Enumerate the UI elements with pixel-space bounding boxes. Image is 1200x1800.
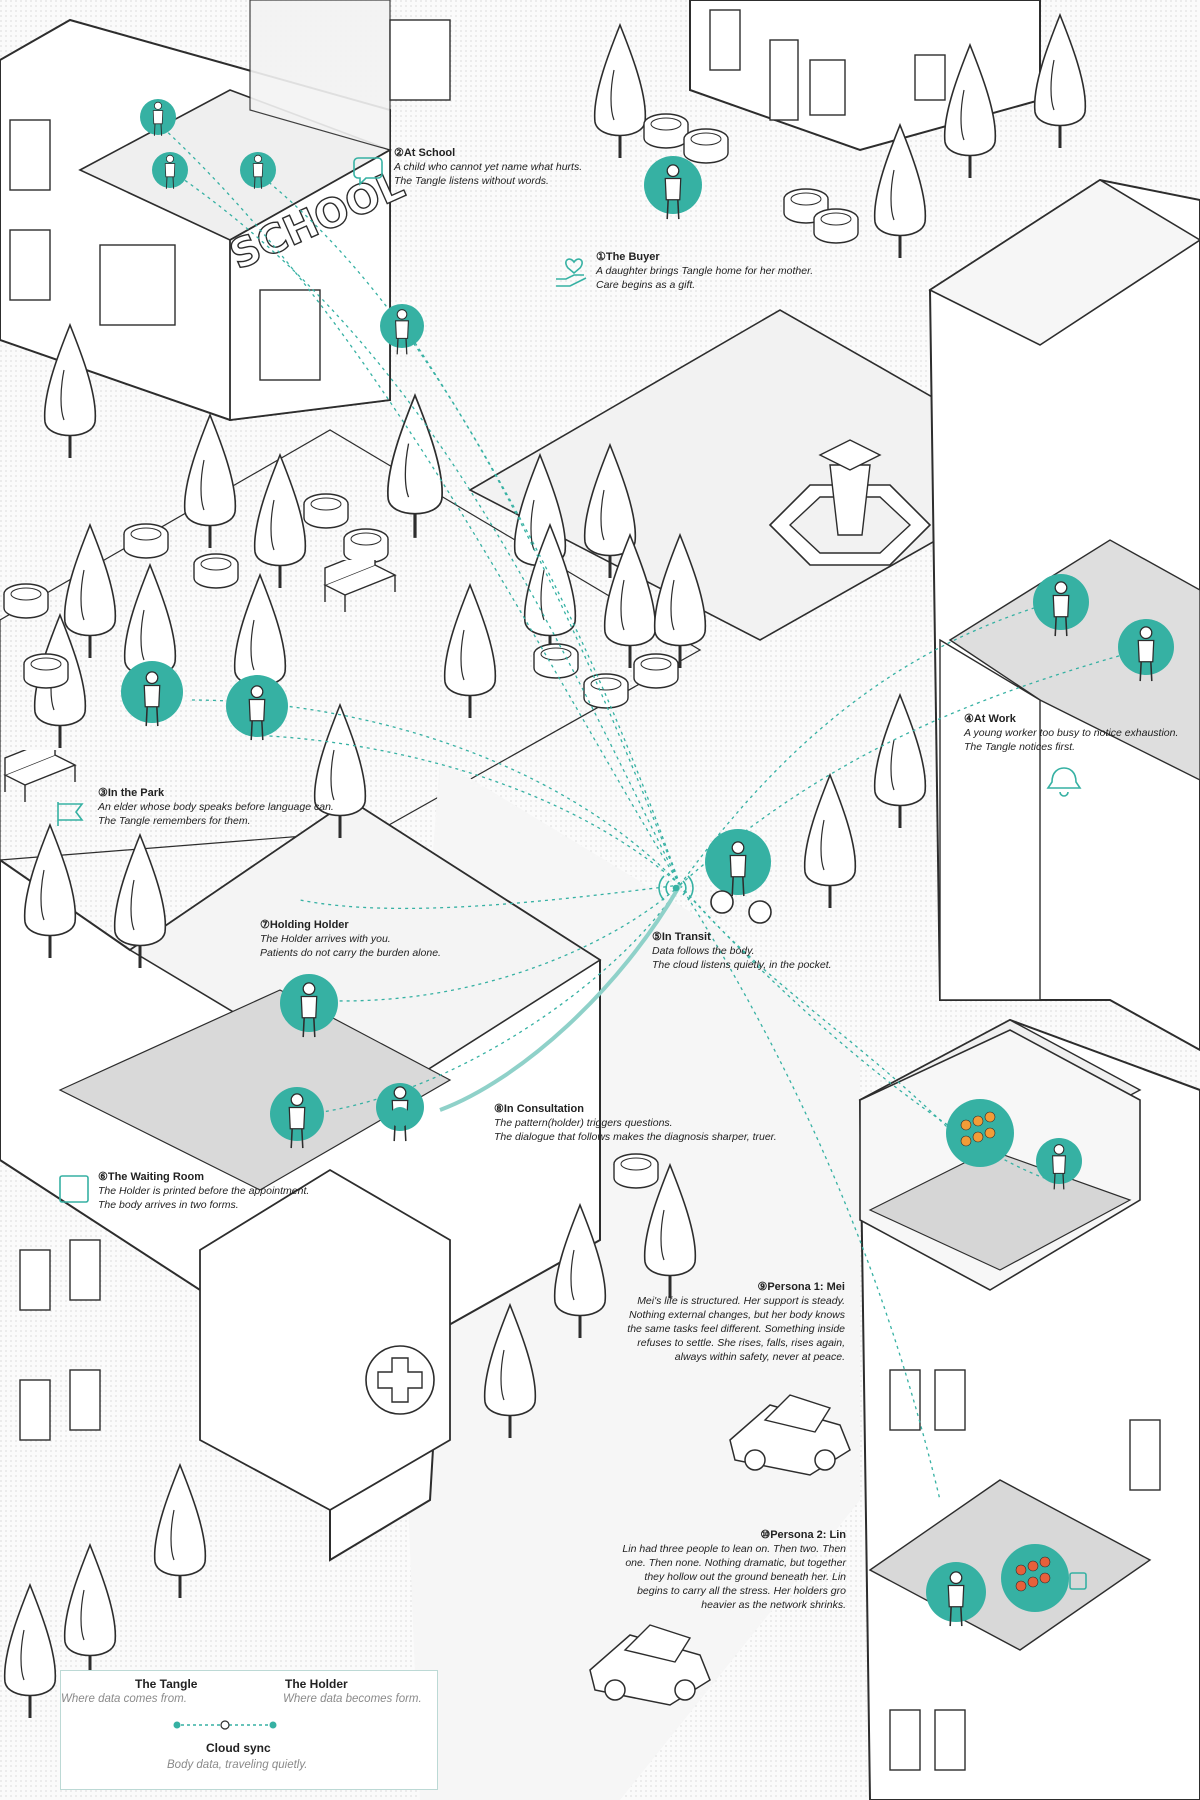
annotation-title: ③In the Park [98, 787, 165, 799]
child-persona-icon [240, 152, 276, 190]
elder-persona-icon [226, 675, 288, 741]
annotation-in-the-park: ③In the Park An elder whose body speaks … [98, 786, 368, 828]
annotation-line: Data follows the body. [652, 945, 755, 957]
annotation-in-transit: ⑤In Transit Data follows the body. The c… [652, 930, 872, 972]
chat-bubble-icon [353, 157, 383, 186]
medical-cross-icon [377, 1357, 423, 1403]
annotation-line: A young worker too busy to notice exhaus… [964, 727, 1179, 739]
school-building: SCHOOL [0, 0, 451, 422]
annotation-line: they hollow out the ground beneath her. … [644, 1571, 846, 1583]
child-persona-icon [152, 152, 188, 190]
annotation-title: ⑥The Waiting Room [98, 1171, 204, 1183]
hand-heart-icon [556, 274, 587, 287]
persona-markers [121, 99, 1174, 1627]
annotation-line: The cloud listens quietly, in the pocket… [652, 959, 832, 971]
legend-cloud-title: Cloud sync [206, 1741, 271, 1755]
annotation-line: The pattern(holder) triggers questions. [494, 1117, 673, 1129]
annotation-at-work: ④At Work A young worker too busy to noti… [964, 712, 1194, 754]
annotation-line: the same tasks feel different. Something… [627, 1323, 845, 1335]
annotation-waiting-room: ⑥The Waiting Room The Holder is printed … [98, 1170, 348, 1212]
annotation-line: A daughter brings Tangle home for her mo… [596, 265, 814, 277]
annotation-line: The Tangle notices first. [964, 741, 1076, 753]
holder-shelf-icon [946, 1099, 1014, 1167]
annotation-line: The dialogue that follows makes the diag… [494, 1131, 777, 1143]
annotation-line: begins to carry all the stress. Her hold… [637, 1585, 846, 1597]
annotation-in-consultation: ⑧In Consultation The pattern(holder) tri… [494, 1102, 794, 1144]
annotation-holding-holder: ⑦Holding Holder The Holder arrives with … [260, 918, 480, 960]
elder-persona-icon [121, 661, 183, 727]
legend-tangle-title: The Tangle [135, 1677, 198, 1691]
annotation-line: A child who cannot yet name what hurts. [394, 161, 583, 173]
buyer-persona-icon [644, 156, 702, 220]
legend: The Tangle Where data comes from. The Ho… [60, 1670, 438, 1790]
annotation-at-school: ②At School A child who cannot yet name w… [394, 146, 644, 188]
annotation-line: Care begins as a gift. [596, 279, 696, 291]
cloud-dot-icon [220, 1720, 230, 1730]
annotation-line: The body arrives in two forms. [98, 1199, 239, 1211]
annotation-line: The Holder is printed before the appoint… [98, 1185, 310, 1197]
annotation-title: ②At School [394, 147, 456, 159]
lin-persona-icon [926, 1562, 986, 1627]
wifi-signal-icon [658, 875, 694, 901]
annotation-line: one. Then none. Nothing dramatic, but to… [625, 1557, 846, 1569]
cloud-sync-main [439, 884, 682, 1112]
annotation-the-buyer: ①The Buyer A daughter brings Tangle home… [596, 250, 856, 292]
holder-dot-icon [269, 1721, 277, 1729]
holder-shelf-icon [1001, 1544, 1069, 1612]
annotation-line: Lin had three people to lean on. Then tw… [622, 1543, 846, 1555]
cyclist-persona-icon [705, 829, 772, 924]
heart-icon [565, 258, 583, 275]
mei-persona-icon [1036, 1138, 1082, 1191]
annotation-title: ⑦Holding Holder [260, 919, 349, 931]
worker-persona-icon [1033, 574, 1089, 637]
legend-sync-line [173, 1720, 277, 1730]
legend-holder-title: The Holder [285, 1677, 348, 1691]
annotation-line: refuses to settle. She rises, falls, ris… [637, 1337, 845, 1349]
annotation-line: Mei's life is structured. Her support is… [637, 1295, 845, 1307]
tangle-dot-icon [173, 1721, 181, 1729]
annotation-line: Nothing external changes, but her body k… [629, 1309, 845, 1321]
annotation-line: Patients do not carry the burden alone. [260, 947, 441, 959]
cloud-sync-lines [159, 124, 1141, 1501]
fountain [768, 439, 932, 566]
annotation-title: ①The Buyer [596, 251, 660, 263]
annotation-line: heavier as the network shrinks. [701, 1599, 846, 1611]
annotation-persona-mei: ⑨Persona 1: Mei Mei's life is structured… [595, 1280, 845, 1364]
monitor-icon [59, 1175, 89, 1203]
annotation-title: ⑧In Consultation [494, 1103, 584, 1115]
holder-carrier-icon [280, 974, 338, 1038]
annotation-line: The Holder arrives with you. [260, 933, 391, 945]
flag-icon [57, 802, 84, 826]
worker-persona-icon [1118, 619, 1174, 682]
hospital-building [0, 798, 602, 1562]
legend-tangle-desc: Where data comes from. [61, 1693, 187, 1705]
annotation-title: ④At Work [964, 713, 1016, 725]
walking-person-icon [380, 304, 424, 356]
annotation-title: ⑨Persona 1: Mei [757, 1281, 845, 1293]
holder-object-icon [390, 1107, 410, 1127]
park-ground [0, 429, 702, 861]
annotation-title: ⑤In Transit [652, 931, 711, 943]
annotation-line: The Tangle remembers for them. [98, 815, 251, 827]
chart-card-icon [1069, 1572, 1087, 1590]
waiting-patient-icon [270, 1087, 324, 1149]
legend-cloud-desc: Body data, traveling quietly. [167, 1759, 308, 1771]
bell-icon [1046, 767, 1082, 797]
annotation-line: The Tangle listens without words. [394, 175, 549, 187]
legend-holder-desc: Where data becomes form. [283, 1693, 422, 1705]
child-persona-icon [140, 99, 176, 137]
annotation-line: An elder whose body speaks before langua… [98, 801, 334, 813]
annotation-persona-lin: ⑩Persona 2: Lin Lin had three people to … [600, 1528, 846, 1612]
annotation-title: ⑩Persona 2: Lin [760, 1529, 846, 1541]
annotation-line: always within safety, never at peace. [674, 1351, 845, 1363]
